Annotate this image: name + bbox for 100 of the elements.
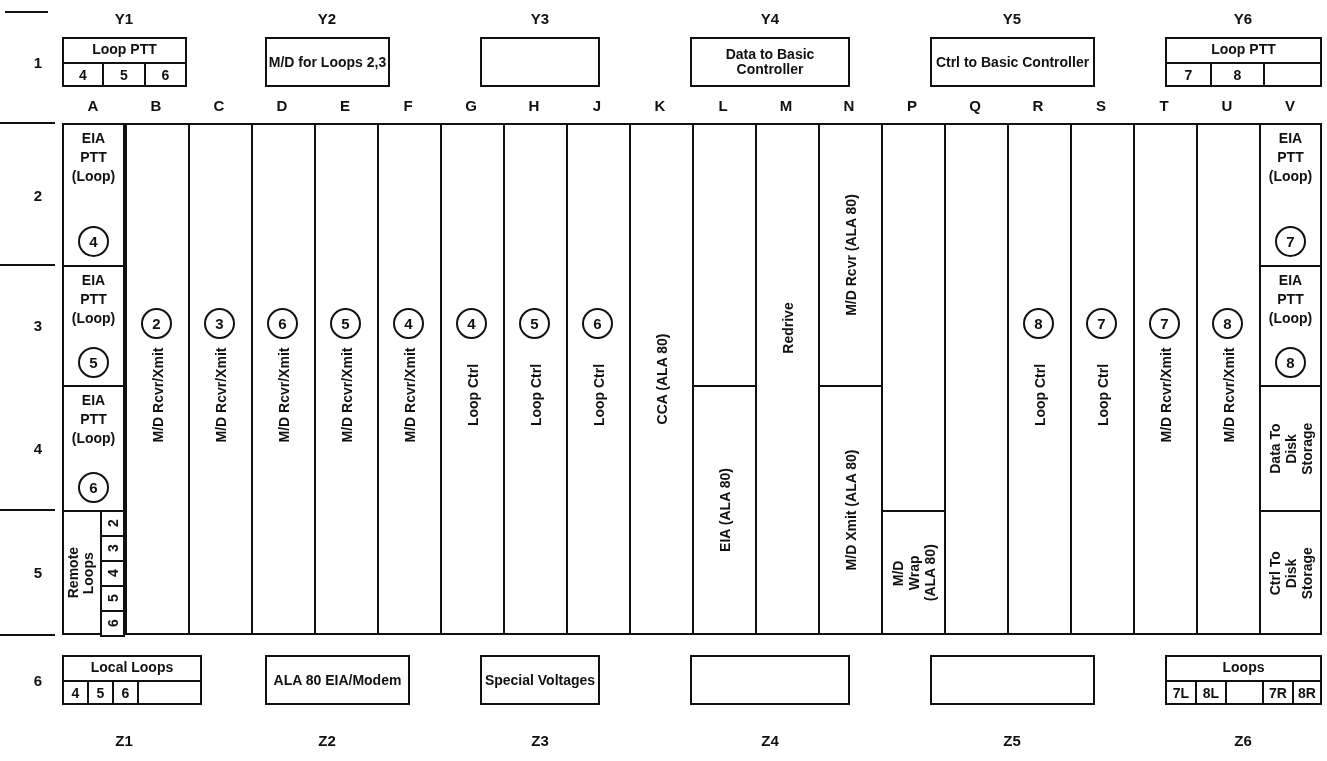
row-number: 6	[33, 671, 43, 689]
empty-slot	[930, 655, 1095, 705]
circled-number: 8	[1212, 308, 1243, 339]
card-slot	[629, 123, 694, 635]
connector-box	[690, 37, 850, 87]
column-letter: C	[213, 96, 225, 114]
card-slot	[62, 265, 125, 387]
column-letter: R	[1032, 96, 1044, 114]
slot-position-label: Z5	[1003, 731, 1021, 749]
connector-box	[930, 37, 1095, 87]
slot-label: EIA PTT (Loop)	[1268, 129, 1313, 186]
column-letter: D	[276, 96, 288, 114]
slot-label: M/D Rcvr/Xmit	[401, 347, 418, 443]
slot-label: Loop Ctrl	[1094, 363, 1111, 427]
column-letter: M	[779, 96, 793, 114]
slot-position-label: Y2	[317, 9, 337, 27]
row-number: 3	[33, 316, 43, 334]
connector-box	[62, 37, 187, 87]
slot-label: Loop PTT	[1210, 42, 1277, 57]
slot-label: M/D Xmit (ALA 80)	[842, 449, 859, 571]
column-letter: L	[718, 96, 728, 114]
slot-position-label: Z6	[1234, 731, 1252, 749]
empty-slot	[480, 37, 600, 87]
slot-position-label: Y4	[760, 9, 780, 27]
row-number: 2	[33, 186, 43, 204]
slot-label: Loop PTT	[91, 42, 158, 57]
card-slot	[1259, 510, 1322, 635]
slot-position-label: Z4	[761, 731, 779, 749]
circled-number: 6	[582, 308, 613, 339]
card-slot	[125, 123, 190, 635]
connector-box	[1165, 37, 1322, 87]
card-slot	[377, 123, 442, 635]
number-cell: 6	[100, 610, 125, 637]
column-letter: J	[592, 96, 602, 114]
slot-label: M/D Rcvr (ALA 80)	[842, 194, 859, 316]
card-slot	[1133, 123, 1198, 635]
card-slot	[1196, 123, 1261, 635]
column-letter: F	[403, 96, 413, 114]
circled-number: 3	[204, 308, 235, 339]
circled-number: 4	[393, 308, 424, 339]
slot-label: Special Voltages	[483, 672, 597, 688]
connector-box	[265, 37, 390, 87]
card-slot	[62, 510, 125, 635]
connector-box	[480, 655, 600, 705]
slot-label: M/D Rcvr/Xmit	[1157, 347, 1174, 443]
slot-label: Loop Ctrl	[527, 363, 544, 427]
slot-label: M/D Rcvr/Xmit	[212, 347, 229, 443]
column-letter: S	[1096, 96, 1106, 114]
circled-number: 8	[1275, 347, 1306, 378]
row-number: 1	[33, 53, 43, 71]
slot-label: M/D Rcvr/Xmit	[275, 347, 292, 443]
circled-number: 8	[1023, 308, 1054, 339]
card-slot	[1259, 123, 1322, 267]
slot-label: M/D Rcvr/Xmit	[1220, 347, 1237, 443]
slot-label: M/D Wrap (ALA 80)	[889, 543, 938, 603]
card-slot	[251, 123, 316, 635]
slot-label: Ctrl To Disk Storage	[1266, 545, 1315, 601]
card-slot	[188, 123, 253, 635]
slot-label: M/D Rcvr/Xmit	[338, 347, 355, 443]
slot-position-label: Z3	[531, 731, 549, 749]
slot-label: Data to Basic Controller	[724, 47, 816, 77]
slot-label: Loop Ctrl	[1031, 363, 1048, 427]
column-letter: G	[465, 96, 477, 114]
circled-number: 7	[1086, 308, 1117, 339]
slot-label: CCA (ALA 80)	[653, 333, 670, 425]
slot-label: Loops	[1221, 660, 1266, 675]
circled-number: 2	[141, 308, 172, 339]
card-slot	[62, 123, 125, 267]
slot-position-label: Y1	[114, 9, 134, 27]
card-slot	[1070, 123, 1135, 635]
slot-label: Ctrl to Basic Controller	[934, 54, 1091, 70]
circled-number: 4	[456, 308, 487, 339]
circled-number: 6	[78, 472, 109, 503]
card-slot	[62, 385, 125, 512]
column-letter: E	[340, 96, 350, 114]
slot-label: M/D Rcvr/Xmit	[149, 347, 166, 443]
circled-number: 5	[519, 308, 550, 339]
slot-label: M/D for Loops 2,3	[267, 54, 388, 70]
circled-number: 5	[330, 308, 361, 339]
slot-position-label: Z2	[318, 731, 336, 749]
slot-label: EIA PTT (Loop)	[71, 129, 116, 186]
connector-box	[1165, 655, 1322, 705]
card-slot	[503, 123, 568, 635]
column-letter: K	[654, 96, 666, 114]
slot-label: EIA PTT (Loop)	[71, 391, 116, 448]
column-letter: V	[1285, 96, 1295, 114]
slot-label: EIA PTT (Loop)	[71, 271, 116, 328]
slot-position-label: Y5	[1002, 9, 1022, 27]
slot-label: EIA (ALA 80)	[716, 468, 733, 552]
empty-slot	[944, 123, 1009, 635]
column-letter: U	[1221, 96, 1233, 114]
slot-label: Loop Ctrl	[590, 363, 607, 427]
row-number: 4	[33, 439, 43, 457]
column-letter: Q	[969, 96, 981, 114]
row-number: 5	[33, 563, 43, 581]
circled-number: 6	[267, 308, 298, 339]
slot-label: Data To Disk Storage	[1266, 421, 1315, 477]
slot-label: ALA 80 EIA/Modem	[272, 672, 403, 688]
column-letter: A	[87, 96, 99, 114]
column-letter: H	[528, 96, 540, 114]
